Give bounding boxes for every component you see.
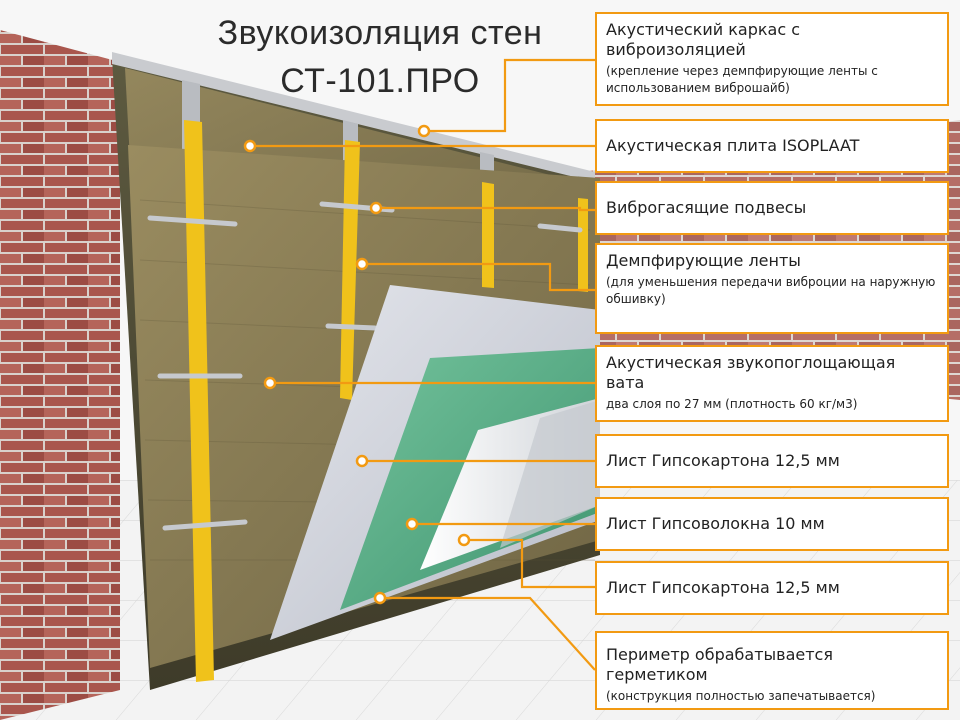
callout-label: Периметр обрабатывается герметиком xyxy=(606,645,833,684)
callout-label: Демпфирующие ленты xyxy=(606,251,801,270)
callout-gypsum-board-2: Лист Гипсокартона 12,5 мм xyxy=(595,561,949,615)
callout-label: Лист Гипсоволокна 10 мм xyxy=(606,514,825,533)
callout-note: (для уменьшения передачи виброции на нар… xyxy=(606,275,936,306)
callout-dot-4 xyxy=(355,257,369,271)
callout-label: Акустическая плита ISOPLAAT xyxy=(606,136,860,155)
diagram-title: Звукоизоляция стен xyxy=(217,14,543,52)
callout-label: Лист Гипсокартона 12,5 мм xyxy=(606,578,840,597)
diagram-code: СТ-101.ПРО xyxy=(280,62,480,100)
callout-connectors xyxy=(250,58,596,671)
callout-label: Лист Гипсокартона 12,5 мм xyxy=(606,451,840,470)
callout-dot-3 xyxy=(369,201,383,215)
callout-label: Акустическая звукопоглощающая вата xyxy=(606,353,896,392)
callout-dot-9 xyxy=(373,591,387,605)
callout-sealant: Периметр обрабатывается герметиком (конс… xyxy=(595,631,949,710)
callout-gypsum-board-1: Лист Гипсокартона 12,5 мм xyxy=(595,434,949,488)
callout-dot-6 xyxy=(355,454,369,468)
callout-dot-7 xyxy=(405,517,419,531)
callout-dot-2 xyxy=(243,139,257,153)
callout-note: (крепление через демпфирующие ленты с ис… xyxy=(606,64,878,95)
callout-label: Виброгасящие подвесы xyxy=(606,198,807,217)
callout-label: Акустический каркас с виброизоляцией xyxy=(606,20,801,59)
callout-dot-5 xyxy=(263,376,277,390)
callout-dot-8 xyxy=(457,533,471,547)
callout-wool: Акустическая звукопоглощающая вата два с… xyxy=(595,345,949,422)
callout-acoustic-frame: Акустический каркас с виброизоляцией (кр… xyxy=(595,12,949,106)
callout-damping-tapes: Демпфирующие ленты (для уменьшения перед… xyxy=(595,243,949,334)
top-rail xyxy=(112,52,595,182)
callout-note: два слоя по 27 мм (плотность 60 кг/м3) xyxy=(606,397,858,411)
brick-wall-left xyxy=(0,30,120,720)
callout-gypsum-fiber: Лист Гипсоволокна 10 мм xyxy=(595,497,949,551)
callout-isoplaat: Акустическая плита ISOPLAAT xyxy=(595,119,949,173)
callout-dot-1 xyxy=(417,124,431,138)
callout-note: (конструкция полностью запечатывается) xyxy=(606,689,876,703)
callout-hangers: Виброгасящие подвесы xyxy=(595,181,949,235)
